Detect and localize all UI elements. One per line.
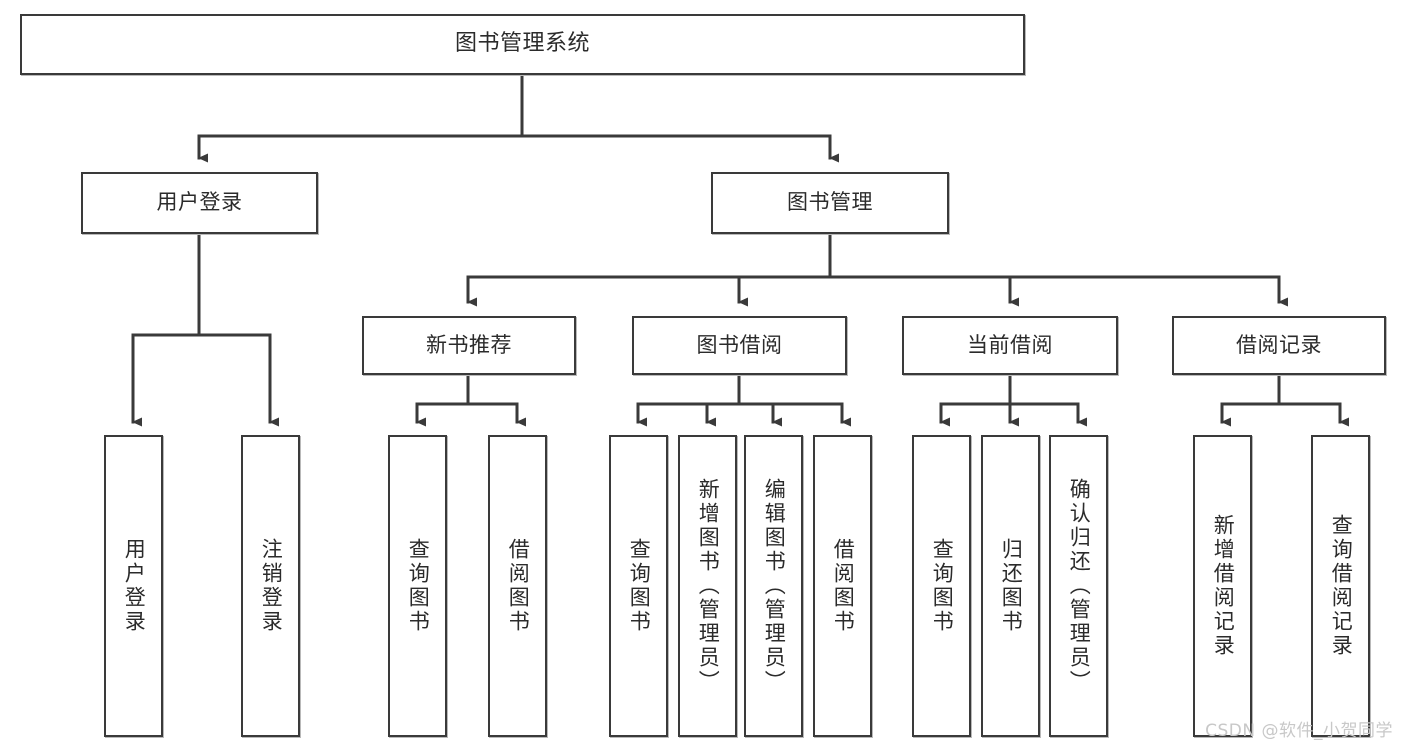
node-leaf-borrow-borrow-book[interactable]: 借阅图书 [813,435,872,737]
node-label: 图书借阅 [696,332,783,357]
node-leaf-borrow-edit-book[interactable]: 编辑图书（管理员） [744,435,803,737]
node-leaf-current-query-book[interactable]: 查询图书 [912,435,971,737]
node-borrow-record[interactable]: 借阅记录 [1172,316,1386,375]
node-current-borrow[interactable]: 当前借阅 [902,316,1118,375]
node-leaf-record-query[interactable]: 查询借阅记录 [1311,435,1370,737]
node-label: 图书管理 [787,190,873,215]
node-label: 注销登录 [259,538,284,634]
watermark-text: CSDN @软件_小贺同学 [1205,721,1393,741]
node-user-login[interactable]: 用户登录 [81,172,318,234]
node-leaf-borrow-query-book[interactable]: 查询图书 [609,435,668,737]
node-book-management[interactable]: 图书管理 [711,172,949,234]
node-label: 查询图书 [627,538,652,634]
node-new-book-recommend[interactable]: 新书推荐 [362,316,576,375]
node-leaf-borrow-add-book[interactable]: 新增图书（管理员） [678,435,737,737]
node-label: 新增借阅记录 [1211,514,1236,658]
node-label: 新书推荐 [426,332,512,357]
node-leaf-current-return-book[interactable]: 归还图书 [981,435,1040,737]
node-label: 用户登录 [156,190,243,215]
node-label: 图书管理系统 [454,31,590,57]
node-leaf-current-confirm-return[interactable]: 确认归还（管理员） [1049,435,1108,737]
node-label: 新增图书（管理员） [696,478,721,694]
node-leaf-new-book-borrow[interactable]: 借阅图书 [488,435,547,737]
node-label: 查询图书 [930,538,955,634]
node-label: 借阅记录 [1236,332,1322,357]
node-leaf-user-login-signin[interactable]: 用户登录 [104,435,163,737]
node-label: 查询图书 [406,538,431,634]
node-label: 借阅图书 [506,538,531,634]
node-label: 查询借阅记录 [1329,514,1354,658]
node-leaf-user-login-signout[interactable]: 注销登录 [241,435,300,737]
node-leaf-new-book-query[interactable]: 查询图书 [388,435,447,737]
node-root-system[interactable]: 图书管理系统 [20,14,1025,75]
node-label: 编辑图书（管理员） [762,478,787,694]
node-label: 归还图书 [999,538,1024,634]
node-label: 当前借阅 [967,332,1053,357]
node-leaf-record-add[interactable]: 新增借阅记录 [1193,435,1252,737]
node-label: 用户登录 [122,538,147,634]
node-book-borrow[interactable]: 图书借阅 [632,316,847,375]
node-label: 借阅图书 [831,538,856,634]
node-label: 确认归还（管理员） [1067,478,1092,694]
